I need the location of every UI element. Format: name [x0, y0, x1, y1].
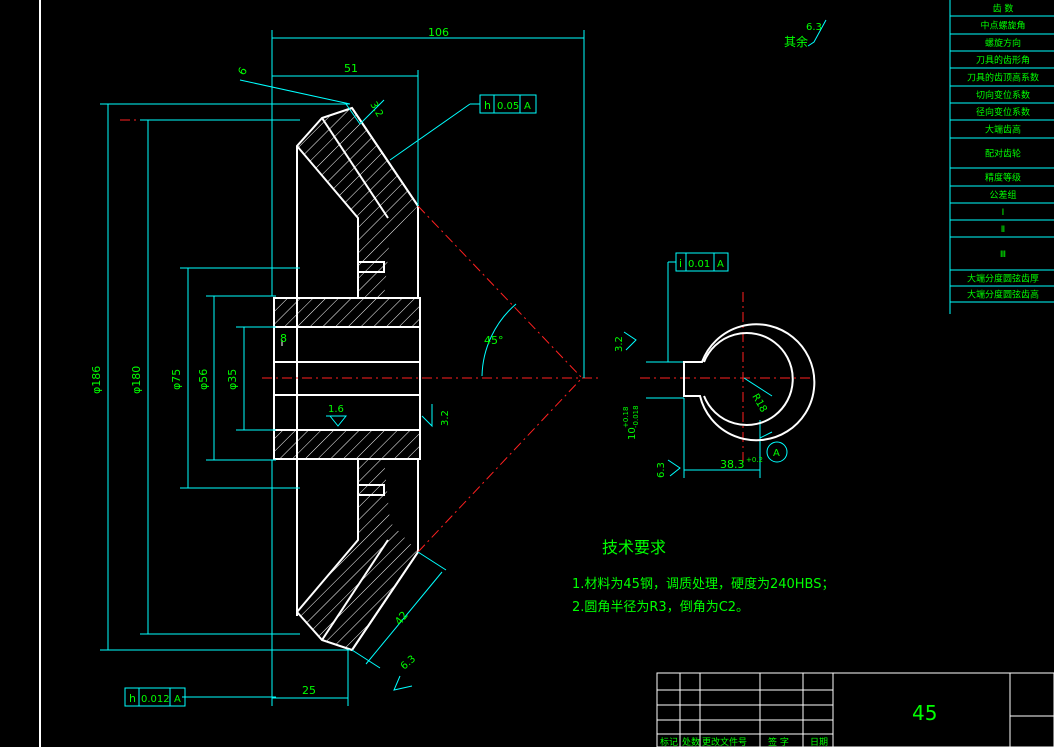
- param-row-8: 配对齿轮: [985, 148, 1021, 160]
- param-row-12: Ⅱ: [1001, 225, 1005, 235]
- dim-25: 25: [302, 684, 316, 697]
- svg-text:A: A: [174, 694, 181, 705]
- param-row-4: 刀具的齿顶高系数: [967, 72, 1039, 84]
- hatch-upper-hub: [274, 298, 420, 327]
- gear-section-view: [273, 106, 421, 652]
- dim-42: 42: [392, 609, 411, 628]
- roughness-3-2-hub: 3.2: [440, 410, 451, 426]
- svg-text:签 字: 签 字: [768, 736, 789, 747]
- dimension-texts: 106 51 6 φ186 φ180 φ75 φ56 φ35 8 45° 25 …: [90, 22, 822, 697]
- parameter-table: 齿 数中点螺旋角螺旋方向刀具的齿形角刀具的齿顶高系数切向变位系数径向变位系数大端…: [949, 0, 1054, 314]
- datum-a-label: A: [773, 448, 780, 459]
- dim-phi186: φ186: [90, 366, 103, 394]
- dimension-lines: [100, 30, 773, 706]
- svg-text:标记: 标记: [660, 736, 678, 747]
- svg-text:A: A: [717, 259, 724, 270]
- dim-r18: R18: [749, 392, 768, 415]
- tolerance-frame-hole: i 0.01 A: [675, 252, 729, 272]
- param-row-0: 齿 数: [993, 3, 1014, 15]
- dim-phi35: φ35: [226, 369, 239, 390]
- dim-key-depth-tol: +0.2: [746, 456, 763, 464]
- svg-text:0.05: 0.05: [497, 101, 519, 112]
- param-row-2: 螺旋方向: [985, 37, 1021, 49]
- dim-8: 8: [280, 332, 287, 345]
- roughness-6-3-bottom: 6.3: [399, 654, 418, 673]
- param-row-6: 径向变位系数: [976, 106, 1030, 118]
- dim-45deg: 45°: [484, 334, 504, 347]
- gear-outline-upper: [296, 106, 419, 616]
- param-row-1: 中点螺旋角: [980, 20, 1025, 32]
- tech-title: 技术要求: [602, 538, 666, 557]
- svg-text:h: h: [484, 99, 491, 112]
- keyway-outline: [683, 323, 816, 442]
- dim-51: 51: [344, 62, 358, 75]
- dim-key-width: 10: [627, 427, 638, 440]
- svg-text:i: i: [679, 257, 682, 270]
- roughness-1-6: 1.6: [328, 404, 344, 415]
- dim-6: 6: [235, 65, 250, 78]
- roughness-3-2-hole: 3.2: [614, 336, 625, 352]
- svg-text:处数: 处数: [682, 736, 700, 747]
- svg-text:0.012: 0.012: [141, 694, 170, 705]
- svg-text:日期: 日期: [810, 737, 828, 747]
- hole-keyway-view: [683, 323, 816, 463]
- param-row-14: 大端分度圆弦齿厚: [967, 273, 1039, 285]
- material-label: 45: [912, 701, 937, 725]
- param-row-11: Ⅰ: [1002, 208, 1005, 218]
- hub-outline: [273, 297, 421, 460]
- roughness-general-label: 其余: [784, 34, 808, 49]
- param-row-10: 公差组: [989, 189, 1016, 201]
- svg-text:A: A: [524, 101, 531, 112]
- param-row-7: 大端齿高: [985, 124, 1021, 136]
- roughness-3-2-top: 3.2: [367, 100, 384, 119]
- dim-key-width-tol-lower: -0.018: [632, 405, 640, 428]
- roughness-6-3-key: 6.3: [656, 462, 667, 478]
- dim-phi56: φ56: [197, 369, 210, 390]
- tech-line-2: 2.圆角半径为R3，倒角为C2。: [572, 600, 749, 615]
- roughness-symbols: [326, 19, 827, 691]
- dim-phi75: φ75: [170, 369, 183, 390]
- dim-key-depth: 38.3: [720, 458, 745, 471]
- svg-text:0.01: 0.01: [688, 259, 710, 270]
- param-row-9: 精度等级: [985, 172, 1021, 184]
- hatch-lower-hub: [274, 430, 420, 459]
- param-row-13: Ⅲ: [1000, 250, 1006, 260]
- hatch-lower-tooth: [297, 459, 418, 650]
- param-row-3: 刀具的齿形角: [976, 54, 1030, 66]
- hatch-upper-tooth: [297, 108, 418, 298]
- dim-phi180: φ180: [130, 366, 143, 394]
- tolerance-frame-bottom: h 0.012 A: [124, 687, 186, 707]
- technical-requirements: 技术要求 1.材料为45钢，调质处理，硬度为240HBS； 2.圆角半径为R3，…: [572, 538, 834, 615]
- datum-a-circle: [766, 441, 788, 463]
- svg-text:h: h: [129, 692, 136, 705]
- dim-key-width-tol-upper: +0.18: [622, 407, 630, 428]
- param-row-5: 切向变位系数: [976, 89, 1030, 101]
- tech-line-1: 1.材料为45钢，调质处理，硬度为240HBS；: [572, 576, 834, 592]
- dim-106: 106: [428, 26, 449, 39]
- title-block: 45 标记 处数 更改文件号 签 字 日期: [656, 672, 1054, 747]
- param-row-15: 大端分度圆弦齿高: [967, 289, 1039, 301]
- roughness-general-value: 6.3: [806, 22, 822, 33]
- tolerance-frame-top: h 0.05 A: [479, 94, 537, 114]
- svg-text:更改文件号: 更改文件号: [702, 736, 747, 747]
- center-lines: [120, 119, 810, 553]
